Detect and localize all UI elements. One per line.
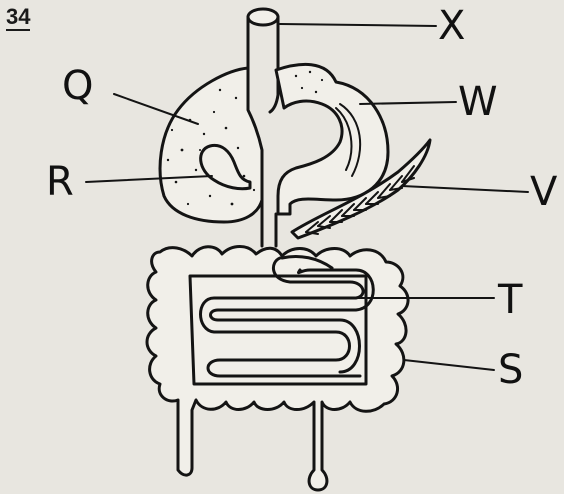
leader-v	[402, 186, 528, 192]
leader-x	[280, 24, 436, 26]
large-intestine	[147, 247, 408, 491]
label-r: R	[46, 162, 74, 202]
leader-w	[360, 102, 456, 104]
label-q: Q	[62, 66, 93, 106]
label-w: W	[458, 82, 498, 122]
label-t: T	[498, 280, 522, 320]
leader-s	[404, 360, 494, 370]
label-s: S	[498, 350, 523, 390]
oesophagus	[248, 9, 278, 112]
label-x: X	[438, 6, 465, 46]
label-v: V	[530, 172, 557, 212]
